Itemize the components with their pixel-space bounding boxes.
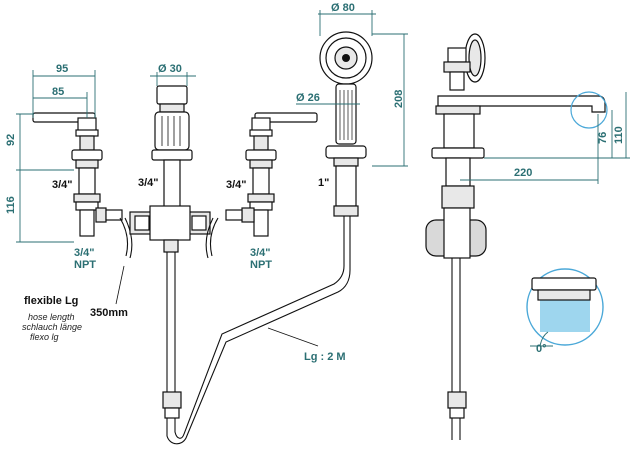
npt-left-type: NPT (74, 259, 96, 271)
dim-85: 85 (52, 86, 64, 98)
dim-dia80: Ø 80 (331, 2, 355, 14)
thread-right-label: 3/4" (226, 179, 247, 191)
dim-110: 110 (613, 126, 625, 144)
detail-inset (526, 268, 604, 347)
lg-label: Lg : 2 M (304, 351, 346, 363)
dimension-lines (16, 10, 630, 347)
hand-shower (319, 31, 373, 217)
dim-dia30: Ø 30 (158, 63, 182, 75)
flex-de: schlauch länge (22, 322, 82, 332)
flex-en: hose length (28, 312, 75, 322)
dim-220: 220 (514, 167, 532, 179)
dim-95: 95 (56, 63, 68, 75)
npt-right-size: 3/4" (250, 247, 271, 259)
dim-76: 76 (597, 132, 609, 144)
dim-dia26: Ø 26 (296, 92, 320, 104)
thread-shower-label: 1" (318, 177, 329, 189)
dim-92: 92 (5, 134, 17, 146)
hose-length-label: 350mm (90, 307, 128, 319)
left-valve (32, 112, 133, 259)
flex-es: flexo lg (30, 332, 59, 342)
dim-208: 208 (393, 90, 405, 108)
center-body (129, 85, 351, 445)
flex-title: flexible Lg (24, 295, 78, 307)
side-view (425, 33, 608, 440)
thread-center-label: 3/4" (138, 177, 159, 189)
npt-right-type: NPT (250, 259, 272, 271)
thread-left-label: 3/4" (52, 179, 73, 191)
right-valve (205, 112, 318, 259)
npt-left-size: 3/4" (74, 247, 95, 259)
angle-label: 0° (536, 343, 547, 355)
dim-116: 116 (5, 196, 17, 214)
